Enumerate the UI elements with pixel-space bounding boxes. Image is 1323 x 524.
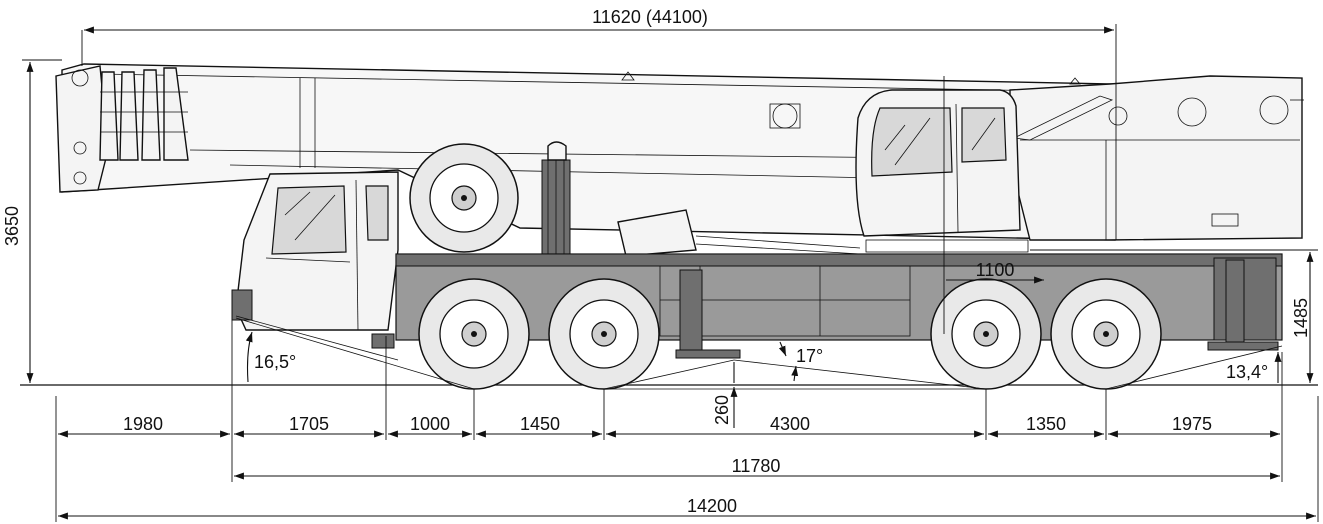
carrier-cab: [231, 171, 399, 361]
wheel-axle-1: [418, 278, 530, 390]
dim-slew-offset: 1100: [943, 76, 1044, 334]
luffing-cylinder: [617, 209, 861, 257]
angle-lines: [235, 317, 1283, 390]
wheel-axle-4: [1050, 278, 1162, 390]
dim-ramp-angle: 17°: [778, 341, 823, 382]
dim-carrier-length: 11780: [234, 456, 1280, 480]
wheel-axle-3: [930, 278, 1042, 390]
dim-approach-angle: 16,5°: [245, 331, 296, 383]
dim-axle-spacing-1-2: 1450: [476, 414, 602, 438]
dim-overall-height: 3650: [2, 59, 62, 383]
spare-wheel: [409, 143, 519, 253]
dim-axle-spacing-2-3: 4300: [606, 414, 984, 438]
crane-illustration: [55, 63, 1304, 390]
overall-height-label: 3650: [2, 206, 22, 246]
dim-axle1-offset: 1000: [388, 414, 472, 438]
axle-spacing-2-3-label: 4300: [770, 414, 810, 434]
outrigger-pads: [371, 333, 1279, 359]
boom-head: [55, 65, 189, 193]
overall-length-label: 14200: [687, 496, 737, 516]
axle-spacing-3-4-label: 1350: [1026, 414, 1066, 434]
superstructure: [1009, 75, 1304, 241]
wheel-axle-2: [548, 278, 660, 390]
dim-ground-clearance: 260: [712, 362, 738, 428]
rear-overhang-label: 1975: [1172, 414, 1212, 434]
dim-rear-overhang: 1975: [1108, 414, 1280, 438]
dim-boom-length: 11620 (44100): [81, 7, 1117, 240]
ramp-angle-label: 17°: [796, 346, 823, 366]
axle1-offset-label: 1000: [410, 414, 450, 434]
crane-cab: [855, 89, 1029, 253]
slew-offset-label: 1100: [976, 260, 1015, 280]
bottom-extension-lines: [55, 296, 1319, 522]
axle-spacing-1-2-label: 1450: [520, 414, 560, 434]
dim-cab-to-axle: 1705: [234, 414, 384, 438]
dim-front-overhang: 1980: [58, 414, 230, 438]
boom-length-label: 11620 (44100): [592, 7, 708, 27]
dim-turntable-height: 1485: [1030, 249, 1318, 383]
cab-to-axle-label: 1705: [289, 414, 329, 434]
exhaust-stack: [541, 141, 571, 257]
carrier-length-label: 11780: [732, 456, 781, 476]
ground-clearance-label: 260: [712, 395, 732, 425]
turntable-height-label: 1485: [1291, 298, 1311, 338]
approach-angle-label: 16,5°: [254, 352, 296, 372]
dim-overall-length: 14200: [58, 496, 1316, 520]
departure-angle-label: 13,4°: [1226, 362, 1268, 382]
front-overhang-label: 1980: [123, 414, 163, 434]
dim-departure-angle: 13,4°: [1226, 352, 1282, 383]
dim-axle-spacing-3-4: 1350: [988, 414, 1104, 438]
